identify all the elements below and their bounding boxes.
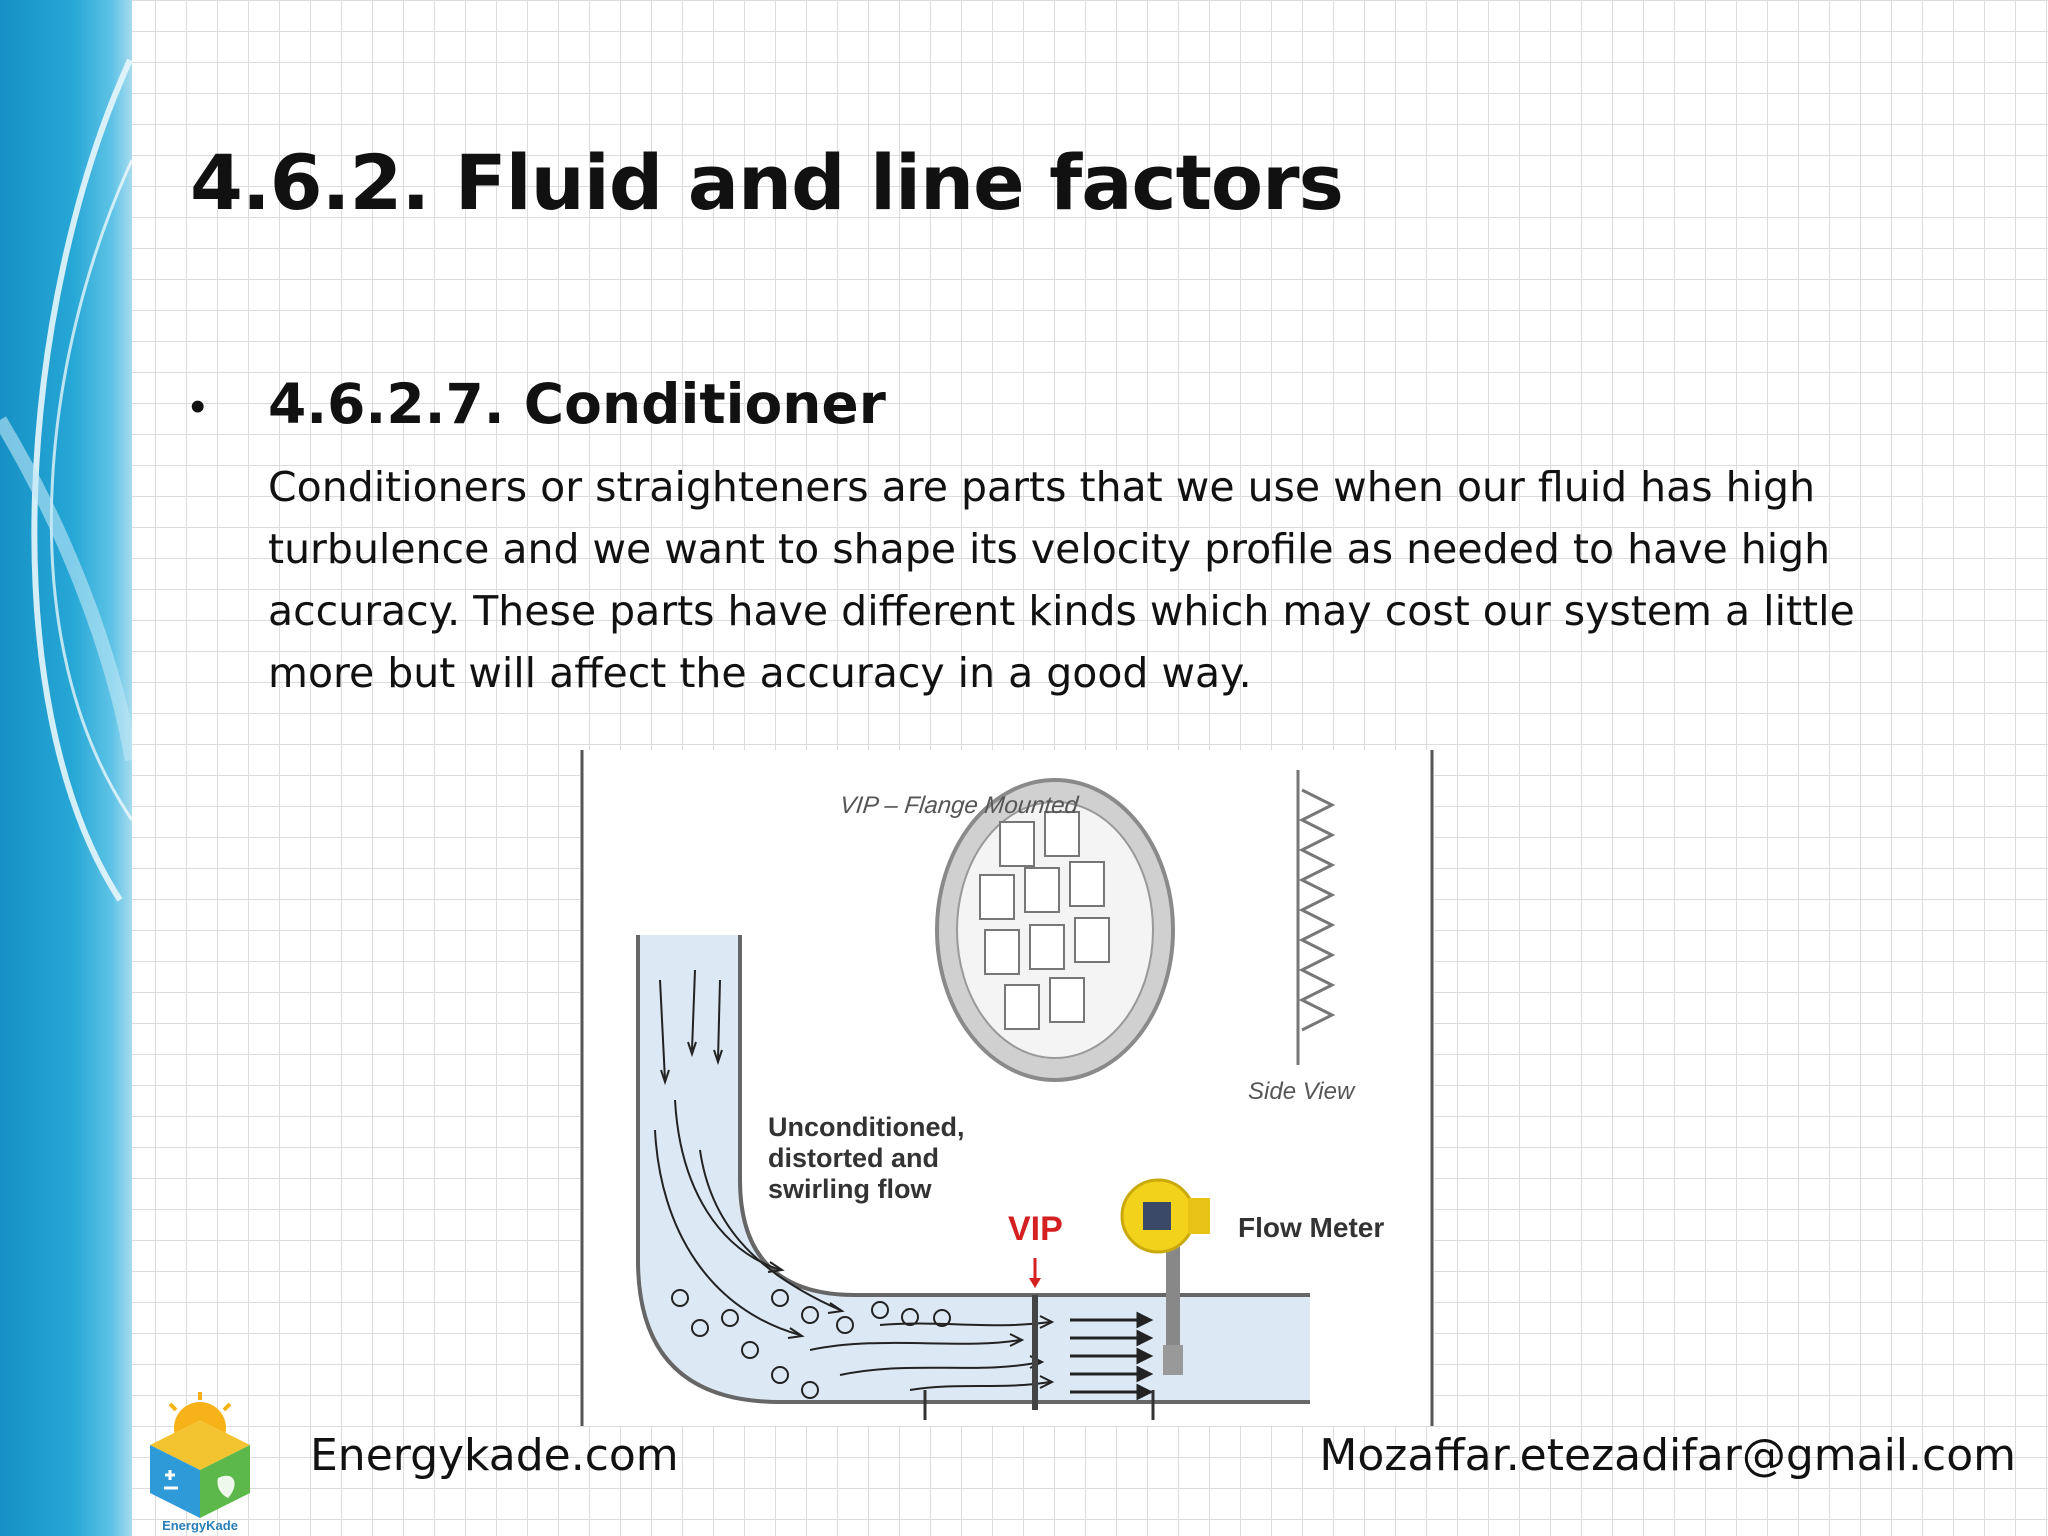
label-vip-flange-mounted: VIP – Flange Mounted bbox=[838, 792, 1080, 819]
logo-caption: EnergyKade bbox=[162, 1518, 238, 1533]
conditioner-figure: VIP – Flange Mounted Side View Unconditi… bbox=[580, 750, 1434, 1426]
bullet-dot: • bbox=[190, 382, 206, 431]
flow-meter-icon bbox=[1120, 1178, 1210, 1375]
slide-title: 4.6.2. Fluid and line factors bbox=[190, 138, 1344, 227]
vip-flange-plate-icon bbox=[935, 778, 1175, 1082]
label-unconditioned-flow: Unconditioned, distorted and swirling fl… bbox=[768, 1112, 965, 1204]
pipe-outer-wall bbox=[636, 935, 1310, 1404]
logo-cube-icon bbox=[150, 1392, 250, 1518]
bullet-heading: 4.6.2.7. Conditioner bbox=[268, 372, 886, 436]
label-vip: VIP bbox=[1008, 1210, 1063, 1248]
straightened-flow-arrows bbox=[1070, 1311, 1154, 1401]
side-view-plate-icon bbox=[1296, 770, 1336, 1065]
footer-email: Mozaffar.etezadifar@gmail.com bbox=[1319, 1430, 2016, 1481]
label-side-view: Side View bbox=[1248, 1078, 1355, 1105]
side-band-swoosh bbox=[0, 58, 132, 902]
pipe-fluid bbox=[638, 935, 1310, 1402]
decorative-side-band bbox=[0, 0, 132, 1536]
footer-website: Energykade.com bbox=[310, 1430, 679, 1481]
conditioner-diagram bbox=[580, 750, 1434, 1426]
label-flow-meter: Flow Meter bbox=[1238, 1212, 1385, 1243]
energykade-logo: EnergyKade bbox=[140, 1390, 260, 1536]
bullet-body-text: Conditioners or straighteners are parts … bbox=[268, 463, 1855, 697]
